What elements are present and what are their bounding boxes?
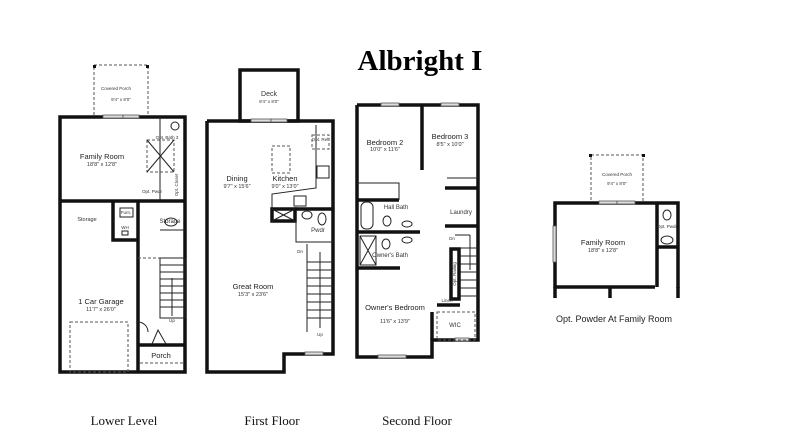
opt-ref-label: Opt. Ref [312, 137, 330, 142]
option-caption: Opt. Powder At Family Room [556, 314, 672, 324]
lower-up-label: Up [169, 318, 175, 323]
opt-railing-label: Opt. Railing [452, 262, 457, 286]
dining-dim: 9'7" x 15'6" [223, 184, 250, 190]
lower-family-room-dim: 18'8" x 12'8" [87, 162, 117, 168]
lower-family-room-label: Family Room [80, 152, 124, 161]
lower-covered-porch-label: Covered Porch [101, 86, 132, 91]
second-floor-label: Second Floor [382, 413, 452, 428]
opt-closet-label: Opt. Closet [174, 173, 179, 196]
deck-label: Deck [261, 91, 277, 98]
plan-title: Albright I [358, 45, 483, 77]
furnace-label: Furn. [121, 210, 132, 215]
range [316, 165, 330, 179]
garage-label: 1 Car Garage [78, 297, 123, 306]
shower [359, 235, 377, 266]
opt-bath3-label: Opt. Bath 3 [156, 135, 179, 140]
owners-bedroom-label: Owner's Bedroom [365, 303, 425, 312]
option-family-room-dim: 18'8" x 12'8" [588, 248, 618, 254]
water-heater-label: WH [121, 225, 129, 230]
lower-stairs [160, 264, 185, 316]
lower-level-plan: Covered Porch 9'4" x 8'0" Family Room 18… [58, 64, 187, 374]
owners-bedroom-dim: 11'6" x 13'9" [380, 319, 410, 325]
option-covered-porch-label: Covered Porch [602, 172, 633, 177]
second-dn-label: Dn [449, 236, 455, 241]
laundry-label: Laundry [450, 210, 472, 216]
dining-label: Dining [226, 174, 247, 183]
bedroom2-label: Bedroom 2 [367, 138, 404, 147]
pwdr-label: Pwdr [311, 228, 325, 234]
second-floor-stairs [455, 234, 478, 297]
lower-covered-porch-dim: 9'4" x 8'0" [111, 97, 131, 102]
opt-powder-plan: Covered Porch 9'4" x 8'0" Family Room 18… [552, 154, 680, 324]
option-family-room-label: Family Room [581, 238, 625, 247]
first-floor-stairs [306, 244, 333, 332]
lower-level-label: Lower Level [91, 413, 158, 428]
kitchen-sink [293, 195, 307, 207]
storage-left-label: Storage [77, 217, 96, 223]
great-room-label: Great Room [233, 282, 274, 291]
first-floor-plan: Deck 9'4" x 8'0" Opt. Ref Dining 9'7" x … [205, 68, 335, 374]
kitchen-dim: 9'0" x 13'0" [271, 184, 298, 190]
furnace [119, 207, 134, 218]
bathtub [360, 201, 374, 230]
kitchen-island [271, 145, 291, 174]
hall-bath-label: Hall Bath [384, 205, 408, 211]
kitchen-label: Kitchen [272, 174, 297, 183]
lower-opt-pwdr-label: Opt. Pwdr [142, 189, 163, 194]
option-opt-pwdr-label: Opt. Pwdr [657, 224, 678, 229]
linen-label: Linen [441, 298, 453, 303]
bedroom2-dim: 10'0" x 11'6" [370, 147, 400, 153]
owners-bath-label: Owner's Bath [372, 253, 408, 259]
garage-door [69, 321, 129, 373]
option-covered-porch-dim: 9'4" x 8'0" [607, 181, 627, 186]
great-room-dim: 15'3" x 23'6" [238, 292, 268, 298]
second-floor-plan: Bedroom 2 10'0" x 11'6" Bedroom 3 8'5" x… [355, 102, 480, 359]
first-floor-label: First Floor [244, 413, 300, 428]
first-up-label: Up [317, 332, 323, 337]
porch-label: Porch [151, 351, 171, 360]
water-heater [121, 230, 129, 236]
wic-label: WIC [449, 323, 461, 329]
deck-dim: 9'4" x 8'0" [259, 99, 279, 104]
bedroom3-label: Bedroom 3 [432, 132, 469, 141]
garage-dim: 11'7" x 26'0" [86, 307, 116, 313]
first-dn-label: Dn [297, 249, 303, 254]
bedroom3-dim: 8'5" x 10'0" [436, 142, 463, 148]
storage-right-label: Storage [159, 219, 181, 225]
